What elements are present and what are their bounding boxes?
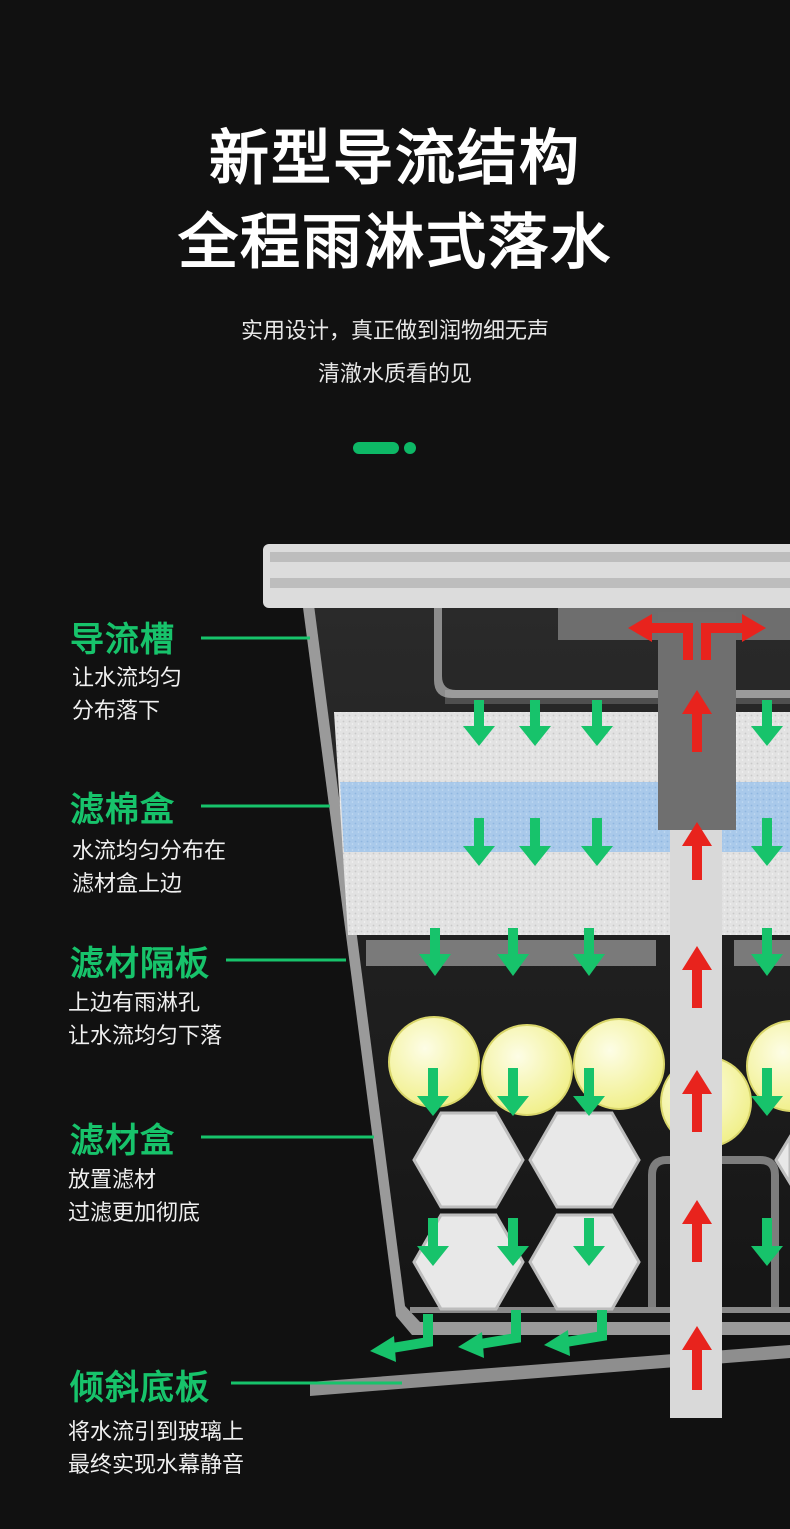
- decor-pill: [353, 442, 399, 454]
- leader-lines: [201, 636, 402, 1385]
- desc-media-box-2: 过滤更加彻底: [68, 1201, 201, 1226]
- desc-foam-box-2: 滤材盒上边: [72, 872, 183, 897]
- ceramic-ring-media: [412, 1111, 790, 1311]
- desc-guide-groove-1: 让水流均匀: [72, 666, 183, 691]
- subtitle-line-2: 清澈水质看的见: [317, 362, 472, 387]
- desc-guide-groove-2: 分布落下: [72, 699, 161, 724]
- green-bent-arrowheads: [370, 1330, 570, 1362]
- decor-dot: [404, 442, 416, 454]
- desc-foam-box-1: 水流均匀分布在: [72, 839, 227, 864]
- desc-media-box-1: 放置滤材: [68, 1168, 157, 1193]
- green-bent-arrows: [391, 1310, 607, 1353]
- desc-partition-plate-1: 上边有雨淋孔: [68, 991, 201, 1016]
- label-media-box: 滤材盒: [70, 1121, 175, 1161]
- tray-lid: [263, 544, 790, 608]
- label-foam-box: 滤棉盒: [70, 790, 175, 830]
- label-partition-plate: 滤材隔板: [70, 944, 210, 984]
- red-up-arrows: [682, 690, 712, 1390]
- green-down-arrows: [417, 700, 783, 1266]
- title-line-1: 新型导流结构: [209, 124, 581, 194]
- title-line-2: 全程雨淋式落水: [178, 208, 612, 278]
- red-split-arrow: [650, 623, 744, 660]
- label-tilted-bottom-plate: 倾斜底板: [70, 1368, 210, 1408]
- desc-tilted-bottom-plate-1: 将水流引到玻璃上: [68, 1420, 245, 1445]
- desc-partition-plate-2: 让水流均匀下落: [68, 1024, 223, 1049]
- subtitle-line-1: 实用设计，真正做到润物细无声: [240, 319, 549, 344]
- label-guide-groove: 导流槽: [70, 620, 175, 660]
- desc-tilted-bottom-plate-2: 最终实现水幕静音: [68, 1453, 245, 1478]
- red-split-arrowheads: [628, 614, 766, 642]
